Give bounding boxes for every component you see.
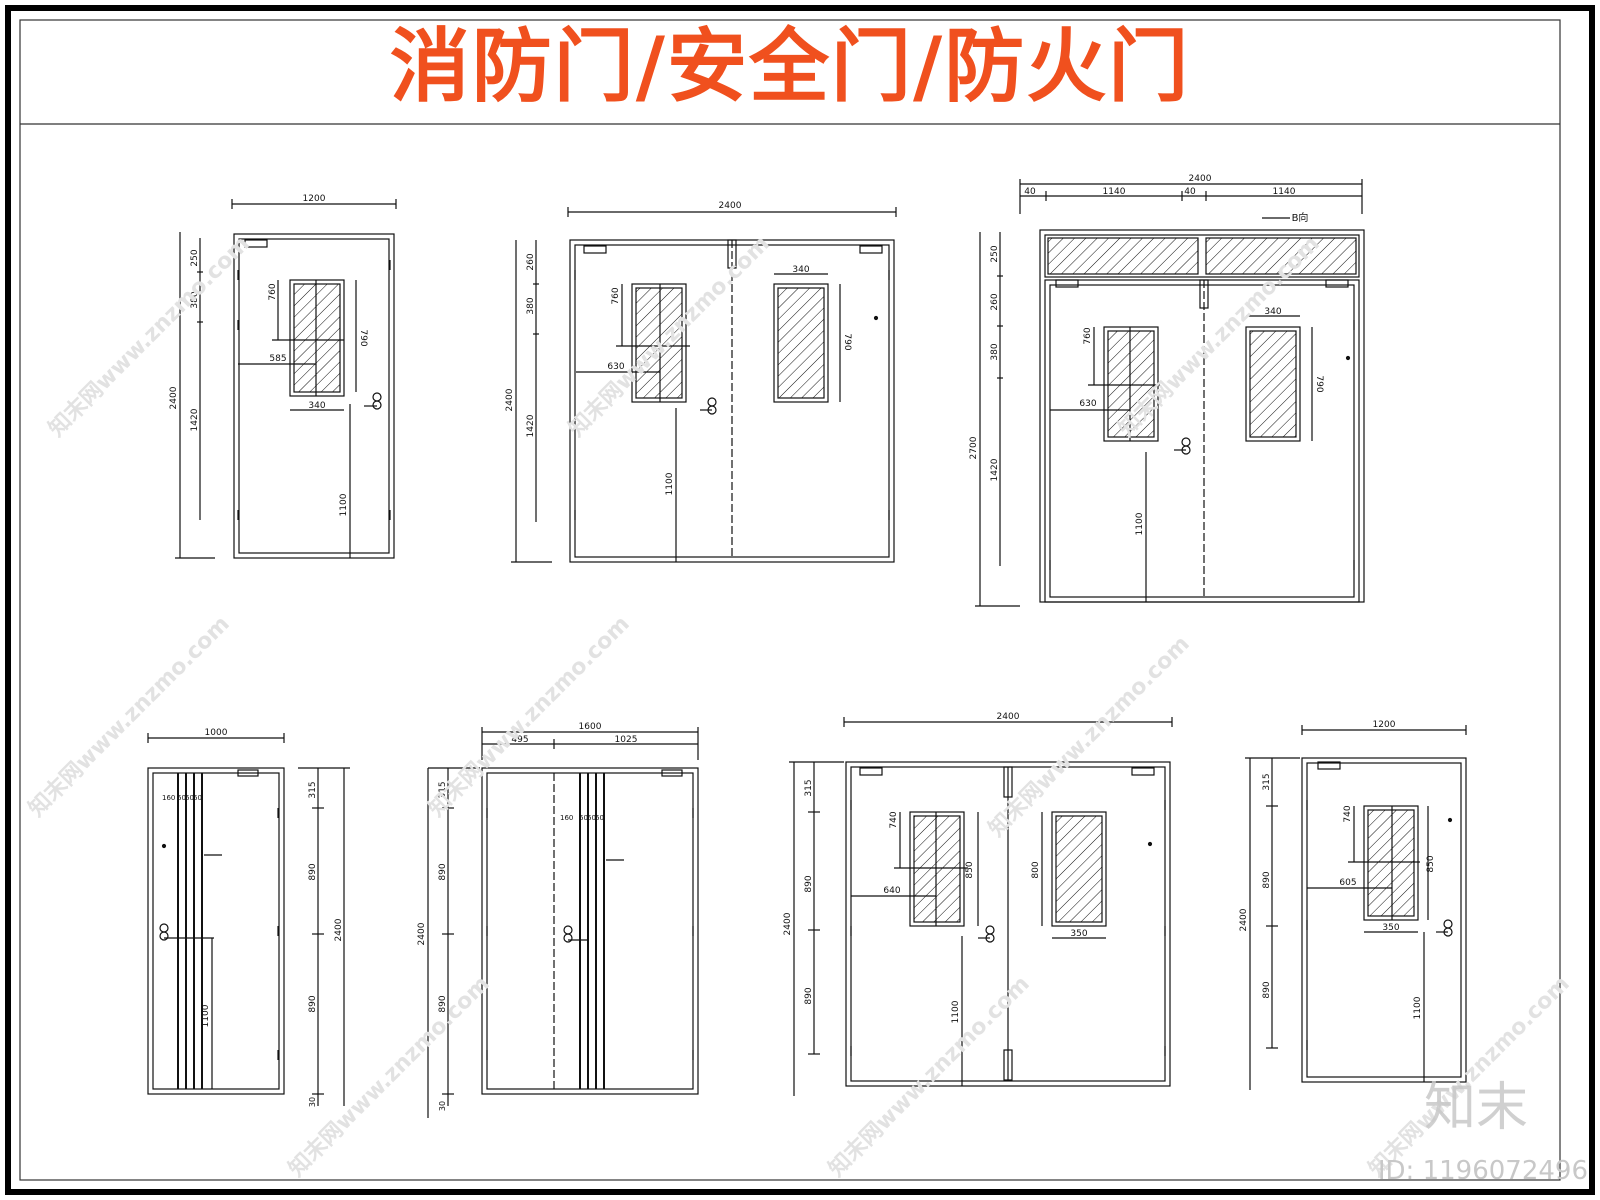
dim-label: 60 <box>185 794 194 802</box>
dim-label: 350 <box>1070 929 1087 939</box>
door-elevation-3: 2400 40 1140 40 1140 B向 2700 250 260 380… <box>969 174 1365 607</box>
dim-width: 1600 <box>579 722 602 732</box>
dim-label: 380 <box>990 343 1000 360</box>
dim-label: 250 <box>990 245 1000 262</box>
door-elevation-7: 1200 740 605 850 350 1100 <box>1239 720 1467 1090</box>
dim-label: 890 <box>1262 871 1272 888</box>
dim-label: 260 <box>526 253 536 270</box>
dim-height: 2400 <box>334 918 344 941</box>
watermark-brand: 知末 <box>1423 1078 1528 1138</box>
dim-label: 60 <box>587 814 596 822</box>
dim-label: 1140 <box>1103 187 1126 197</box>
dim-label: 640 <box>883 886 900 896</box>
dim-height: 2400 <box>417 922 427 945</box>
dim-label: 890 <box>308 995 318 1012</box>
dim-label: 340 <box>308 401 325 411</box>
dim-width: 2400 <box>997 712 1020 722</box>
dim-label: 1100 <box>339 493 349 516</box>
dim-label: 630 <box>607 362 624 372</box>
dim-label: 890 <box>804 987 814 1004</box>
dim-label: 340 <box>792 265 809 275</box>
dim-label: 1025 <box>615 735 638 745</box>
dim-label: 585 <box>269 354 286 364</box>
dim-label: 315 <box>1262 773 1272 790</box>
outer-border <box>5 5 1595 1195</box>
door-elevation-6: 2400 740 640 850 800 350 <box>783 712 1173 1096</box>
dim-width: 1000 <box>205 728 228 738</box>
dim-label: 1420 <box>190 408 200 431</box>
dim-label: 160 <box>560 814 573 822</box>
dim-label: 315 <box>308 781 318 798</box>
dim-label: 890 <box>438 863 448 880</box>
dim-label: 890 <box>308 863 318 880</box>
dim-label: 40 <box>1024 187 1036 197</box>
dim-label: 890 <box>1262 981 1272 998</box>
dim-label: 800 <box>1031 861 1041 878</box>
dim-label: 60 <box>177 794 186 802</box>
dim-label: 740 <box>1343 805 1353 822</box>
dim-label: 315 <box>438 781 448 798</box>
door-elevation-4: 1000 160 60 60 60 1100 315 890 89 <box>147 728 350 1107</box>
section-marker: B向 <box>1292 211 1309 224</box>
dim-label: 1100 <box>951 1000 961 1023</box>
dim-label: 1100 <box>201 1004 211 1027</box>
dim-label: 890 <box>804 875 814 892</box>
dim-label: 40 <box>1184 187 1196 197</box>
dim-label: 1100 <box>1135 512 1145 535</box>
dim-label: 1100 <box>1413 996 1423 1019</box>
dim-label: 60 <box>579 814 588 822</box>
door-elevation-2: 2400 2400 260 380 1420 760 630 3 <box>505 201 897 563</box>
dim-label: 30 <box>308 1097 317 1107</box>
dim-label: 740 <box>889 811 899 828</box>
dim-width: 2400 <box>1189 174 1212 184</box>
dim-height: 2400 <box>505 388 515 411</box>
dim-label: 250 <box>190 249 200 266</box>
dim-label: 380 <box>526 297 536 314</box>
dim-label: 760 <box>268 283 278 300</box>
dim-label: 60 <box>595 814 604 822</box>
door-elevation-1: 1200 2400 250 380 1420 760 790 585 340 <box>169 194 397 559</box>
dim-label: 340 <box>1264 307 1281 317</box>
dim-width: 1200 <box>303 194 326 204</box>
dim-label: 380 <box>190 291 200 308</box>
dim-label: 605 <box>1339 878 1356 888</box>
dim-label: 1140 <box>1273 187 1296 197</box>
dim-label: 790 <box>358 329 368 346</box>
dim-label: 790 <box>842 333 852 350</box>
watermark-id: ID: 1196072496 <box>1377 1156 1588 1186</box>
dim-label: 1420 <box>990 458 1000 481</box>
dim-label: 315 <box>804 779 814 796</box>
dim-height: 2400 <box>169 386 179 409</box>
dim-label: 60 <box>193 794 202 802</box>
dim-label: 260 <box>990 293 1000 310</box>
dim-width: 1200 <box>1373 720 1396 730</box>
dim-label: 160 <box>162 794 175 802</box>
inner-border <box>19 19 1561 1181</box>
dim-height: 2400 <box>1239 908 1249 931</box>
dim-label: 1420 <box>526 414 536 437</box>
dim-label: 890 <box>438 995 448 1012</box>
dim-label: 630 <box>1079 399 1096 409</box>
dim-label: 850 <box>965 861 975 878</box>
dim-label: 850 <box>1426 855 1436 872</box>
door-elevation-5: 1600 495 1025 160 60 60 60 315 89 <box>417 722 699 1118</box>
dim-label: 760 <box>611 287 621 304</box>
dim-label: 790 <box>1314 375 1324 392</box>
dim-label: 760 <box>1083 327 1093 344</box>
page-title: 消防门/安全门/防火门 <box>389 20 1191 113</box>
dim-label: 1100 <box>665 472 675 495</box>
dim-width: 2400 <box>719 201 742 211</box>
dim-label: 350 <box>1382 923 1399 933</box>
dim-height: 2400 <box>783 912 793 935</box>
dim-label: 30 <box>438 1101 447 1111</box>
dim-height: 2700 <box>969 436 979 459</box>
dim-label: 495 <box>511 735 528 745</box>
